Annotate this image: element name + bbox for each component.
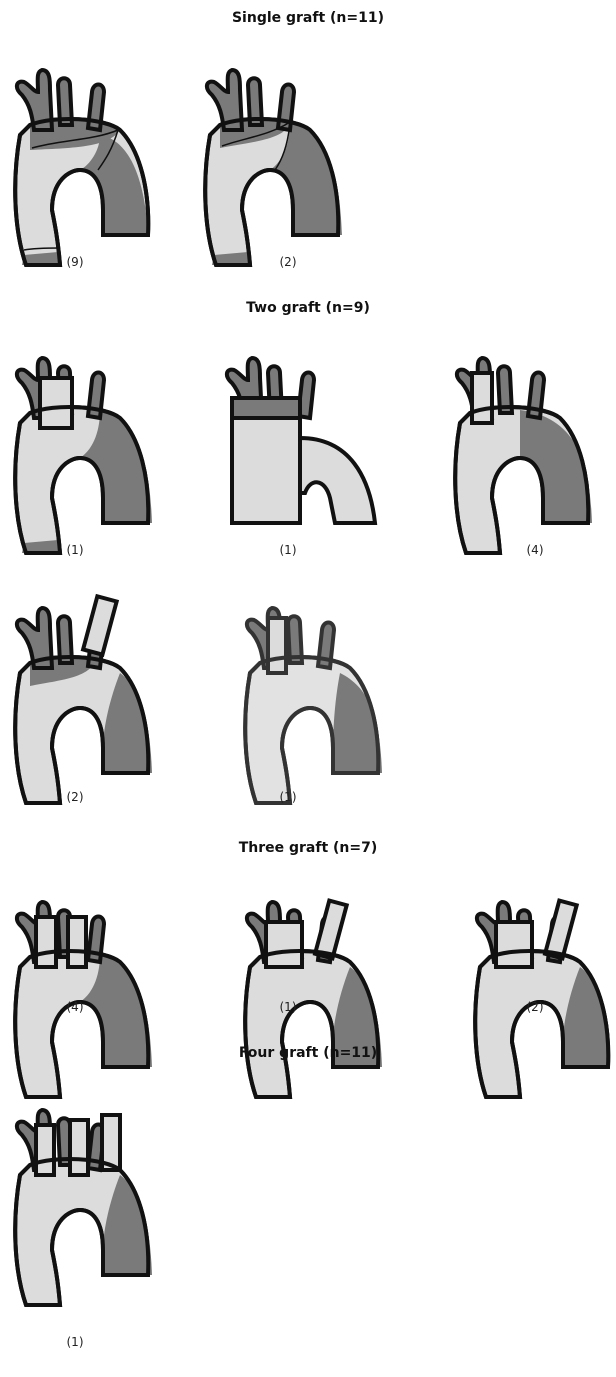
count-label: (4) [505, 543, 565, 557]
count-label: (2) [45, 790, 105, 804]
count-label: (1) [45, 1335, 105, 1349]
count-label: (2) [258, 255, 318, 269]
section-title-four-graft: Four graft (n=11) [0, 1045, 616, 1061]
count-label: (1) [258, 543, 318, 557]
aorta-diagram-5 [440, 318, 610, 538]
aorta-diagram-4 [210, 318, 380, 538]
count-label: (1) [258, 1000, 318, 1014]
count-label: (4) [45, 1000, 105, 1014]
aorta-diagram-7 [230, 568, 400, 788]
aorta-diagram-1 [0, 30, 170, 250]
section-title-three-graft: Three graft (n=7) [0, 840, 616, 856]
aorta-diagram-2 [190, 30, 360, 250]
section-title-two-graft: Two graft (n=9) [0, 300, 616, 316]
count-label: (9) [45, 255, 105, 269]
aorta-diagram-3 [0, 318, 170, 538]
section-title-single-graft: Single graft (n=11) [0, 10, 616, 26]
count-label: (2) [505, 1000, 565, 1014]
count-label: (1) [258, 790, 318, 804]
aorta-diagram-6 [0, 568, 170, 788]
count-label: (1) [45, 543, 105, 557]
aorta-diagram-11 [0, 1070, 170, 1290]
